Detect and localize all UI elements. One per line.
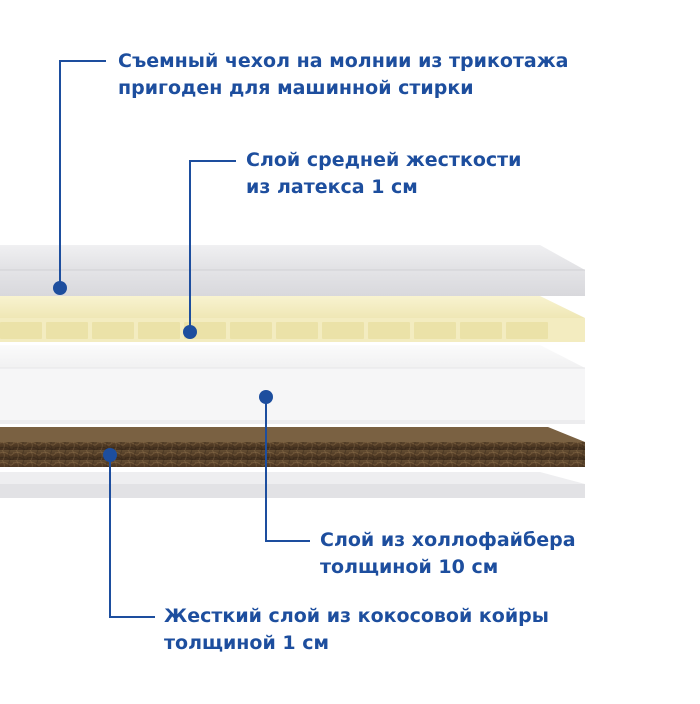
label-cover-line1: Съемный чехол на молнии из трикотажа [118,50,569,72]
latex-cell [322,322,364,339]
latex-cell [368,322,410,339]
callout-coir [103,448,155,618]
latex-cell [506,322,548,339]
callout-coir-marker [103,448,117,462]
latex-cell [230,322,272,339]
latex-cell [460,322,502,339]
label-latex: Слой средней жесткости из латекса 1 см [246,147,521,201]
label-holofiber-line2: толщиной 10 см [320,556,499,578]
callout-cover [53,60,106,295]
label-cover-line2: пригоден для машинной стирки [118,77,474,99]
latex-cell [46,322,88,339]
label-coir-line2: толщиной 1 см [164,632,330,654]
label-coir: Жесткий слой из кокосовой койры толщиной… [164,603,549,657]
label-coir-line1: Жесткий слой из кокосовой койры [164,605,549,627]
label-holofiber-line1: Слой из холлофайбера [320,529,576,551]
label-latex-line1: Слой средней жесткости [246,149,522,171]
label-cover: Съемный чехол на молнии из трикотажа при… [118,48,568,102]
callout-latex-marker [183,325,197,339]
holofiber-layer [0,345,585,424]
callout-holofiber-marker [259,390,273,404]
bottom-cover-layer [0,472,585,498]
latex-cell [138,322,180,339]
callout-cover-marker [53,281,67,295]
latex-cell [92,322,134,339]
label-latex-line2: из латекса 1 см [246,176,418,198]
callout-holofiber [259,390,310,542]
latex-layer [0,296,585,342]
latex-cell-grid [0,322,548,339]
cover-layer [0,245,585,296]
coir-layer [0,427,585,467]
latex-cell [414,322,456,339]
latex-cell [0,322,42,339]
callout-latex [183,160,236,339]
label-holofiber: Слой из холлофайбера толщиной 10 см [320,527,576,581]
latex-cell [276,322,318,339]
